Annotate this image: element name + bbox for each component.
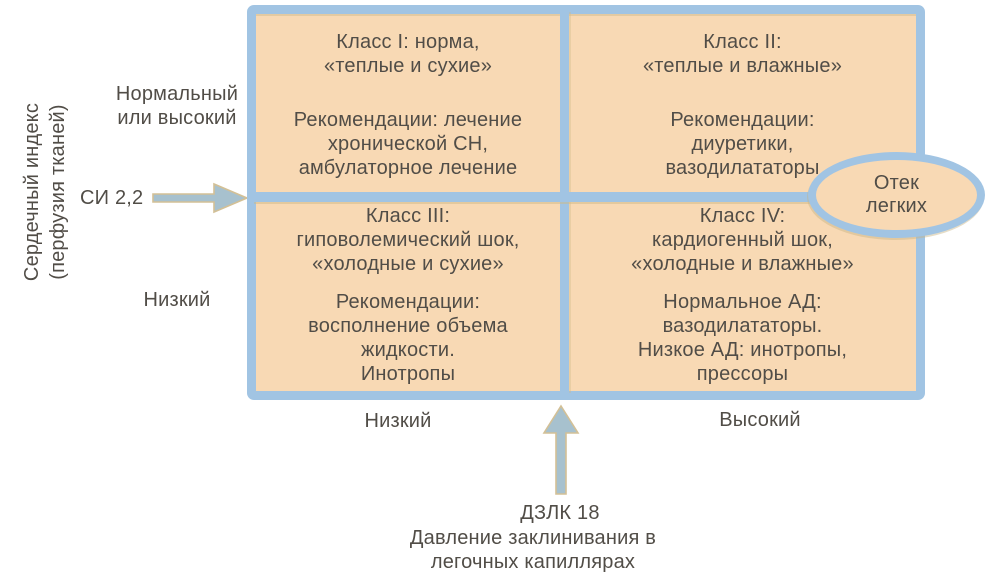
quadrant-4-recommendations: Нормальное АД: вазодилататоры. Низкое АД…: [569, 290, 916, 386]
quadrant-2-body-line: диуретики,: [691, 133, 794, 155]
x-axis-title-line1: Давление заклинивания: [409, 527, 640, 549]
quadrant-class-4: Класс IV: кардиогенный шок, «холодные и …: [569, 202, 916, 391]
x-axis-low-label: Низкий: [364, 410, 432, 432]
quadrant-3-body-line: жидкости.: [360, 339, 455, 361]
quadrant-2-title: Класс II: «теплые и влажные»: [569, 30, 916, 78]
quadrant-2-title-line: «теплые и влажные»: [642, 55, 843, 77]
quadrant-4-title-line: кардиогенный шок,: [652, 229, 833, 251]
y-axis-high-label-line1: Нормальный: [115, 83, 239, 105]
quadrant-1-title-line: «теплые и сухие»: [323, 55, 493, 77]
pulmonary-edema-line2: легких: [865, 195, 928, 217]
quadrant-3-title-line: гиповолемический шок,: [296, 229, 520, 251]
quadrant-2-body-line: вазодилататоры: [665, 157, 820, 179]
quadrant-1-body-line: амбулаторное лечение: [298, 157, 518, 179]
y-axis-title-line2: (перфузия тканей): [47, 104, 69, 280]
x-axis-high-label: Высокий: [719, 409, 801, 431]
y-axis-high-label: Нормальный или высокий: [97, 82, 257, 130]
vertical-divider: [560, 12, 569, 393]
quadrant-2-body-line: Рекомендации:: [670, 109, 815, 131]
horizontal-divider: [254, 192, 918, 202]
quadrant-1-title: Класс I: норма, «теплые и сухие»: [256, 30, 560, 78]
quadrant-1-body-line: Рекомендации: лечение: [293, 109, 523, 131]
arrow-right-icon: [152, 182, 250, 214]
quadrant-3-recommendations: Рекомендации: восполнение объема жидкост…: [256, 290, 560, 386]
quadrant-3-title-line: «холодные и сухие»: [312, 253, 504, 275]
arrow-up-icon: [542, 404, 580, 495]
quadrant-class-3: Класс III: гиповолемический шок, «холодн…: [256, 202, 560, 391]
y-axis-threshold-label: СИ 2,2: [80, 187, 144, 209]
y-axis-title: Сердечный индекс (перфузия тканей): [19, 103, 71, 281]
quadrant-class-2: Класс II: «теплые и влажные» Рекомендаци…: [569, 14, 916, 192]
quadrant-2-recommendations: Рекомендации: диуретики, вазодилататоры: [569, 108, 916, 180]
x-axis-threshold-label: ДЗЛК 18: [520, 502, 600, 524]
quadrant-4-body-line: Низкое АД: инотропы,: [637, 339, 848, 361]
quadrant-4-title-line: «холодные и влажные»: [631, 253, 854, 275]
y-axis-high-label-line2: или высокий: [117, 107, 237, 129]
x-axis-title: Давление заклинивания в легочных капилля…: [408, 526, 658, 574]
quadrant-1-body-line: хронической СН,: [327, 133, 489, 155]
quadrant-3-title-line: Класс III:: [365, 205, 451, 227]
quadrant-4-body-line: прессоры: [696, 363, 789, 385]
quadrant-3-body-line: Инотропы: [360, 363, 456, 385]
quadrant-3-body-line: восполнение объема: [308, 315, 508, 337]
quadrant-1-recommendations: Рекомендации: лечение хронической СН, ам…: [256, 108, 560, 180]
pulmonary-edema-ellipse: Отек легких: [808, 152, 985, 238]
quadrant-3-title: Класс III: гиповолемический шок, «холодн…: [256, 204, 560, 276]
pulmonary-edema-line1: Отек: [873, 172, 920, 194]
quadrant-3-body-line: Рекомендации:: [335, 291, 481, 313]
quadrant-2-title-line: Класс II:: [703, 31, 782, 53]
y-axis-title-line1: Сердечный индекс: [21, 102, 43, 282]
x-axis-title-line2: в легочных капиллярах: [430, 527, 657, 573]
quadrant-4-body-line: вазодилататоры.: [662, 315, 823, 337]
quadrant-4-title-line: Класс IV:: [699, 205, 786, 227]
quadrant-class-1: Класс I: норма, «теплые и сухие» Рекомен…: [256, 14, 560, 192]
quadrant-4-body-line: Нормальное АД:: [663, 291, 822, 313]
y-axis-low-label: Низкий: [143, 289, 211, 311]
quadrant-1-title-line: Класс I: норма,: [336, 31, 480, 53]
quadrant-4-title: Класс IV: кардиогенный шок, «холодные и …: [569, 204, 916, 276]
